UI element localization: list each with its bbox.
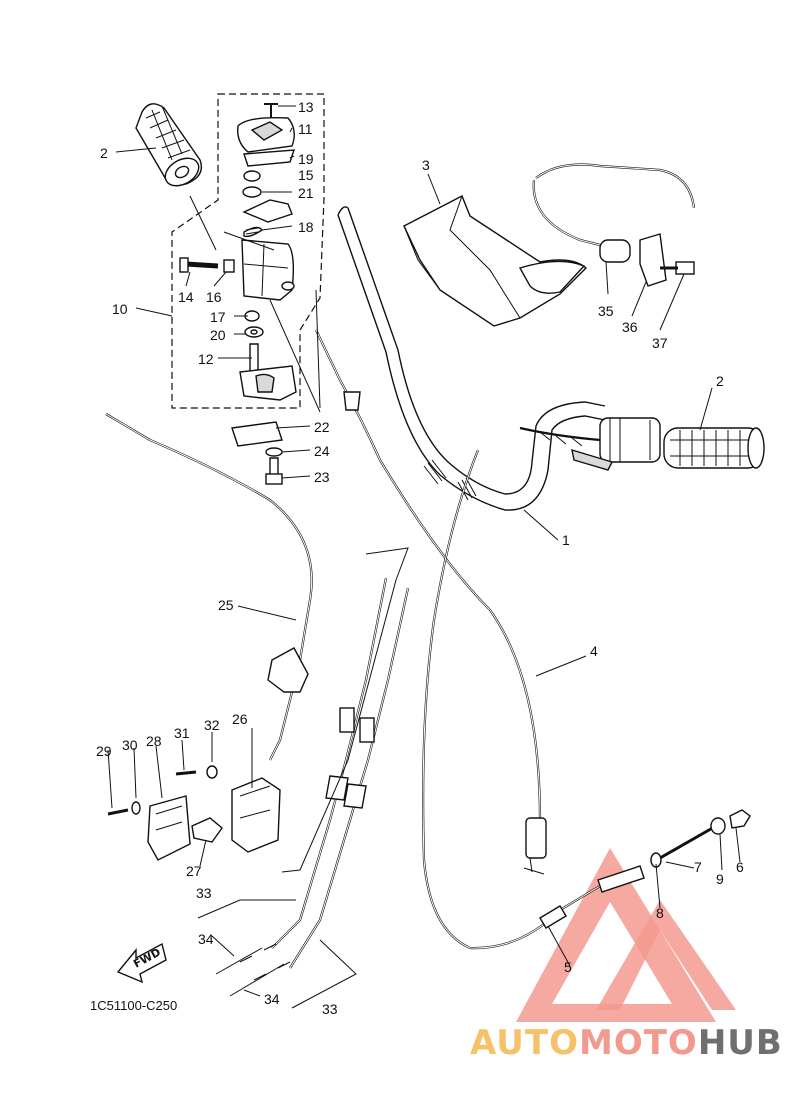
cable-25 bbox=[105, 413, 313, 761]
callout-33-bottom: 33 bbox=[322, 1001, 338, 1017]
diagram-code: 1C51100-C250 bbox=[90, 998, 177, 1013]
watermark-triangle-inner bbox=[596, 900, 736, 1010]
callout-2-left: 2 bbox=[100, 145, 108, 161]
callout-20: 20 bbox=[210, 327, 226, 343]
callout-9: 9 bbox=[716, 871, 724, 887]
cable-5 bbox=[422, 449, 645, 950]
callout-22: 22 bbox=[314, 419, 330, 435]
callout-14: 14 bbox=[178, 289, 194, 305]
callout-3: 3 bbox=[422, 157, 430, 173]
callout-8: 8 bbox=[656, 905, 664, 921]
callout-11: 11 bbox=[298, 121, 313, 137]
callout-37: 37 bbox=[652, 335, 668, 351]
callout-5: 5 bbox=[564, 959, 572, 975]
callout-31: 31 bbox=[174, 725, 190, 741]
callout-19: 19 bbox=[298, 151, 314, 167]
callout-10: 10 bbox=[112, 301, 128, 317]
callout-4: 4 bbox=[590, 643, 598, 659]
callout-7: 7 bbox=[694, 859, 702, 875]
group-outline bbox=[281, 547, 409, 873]
callout-2-right: 2 bbox=[716, 373, 724, 389]
callout-30: 30 bbox=[122, 737, 138, 753]
callout-1: 1 bbox=[562, 532, 570, 548]
callout-16: 16 bbox=[206, 289, 222, 305]
handlebar bbox=[337, 206, 606, 511]
cable-4 bbox=[315, 329, 547, 875]
callout-33-top: 33 bbox=[196, 885, 212, 901]
callout-28: 28 bbox=[146, 733, 162, 749]
left-grip bbox=[135, 103, 203, 187]
callout-21: 21 bbox=[298, 185, 314, 201]
lever-holder-assembly bbox=[171, 93, 325, 485]
callout-23: 23 bbox=[314, 469, 330, 485]
watermark-brand-part2: MOTO bbox=[579, 1023, 698, 1063]
leader-lines bbox=[107, 105, 741, 1009]
callout-29: 29 bbox=[96, 743, 112, 759]
handlebar-pad bbox=[403, 195, 588, 327]
callout-6: 6 bbox=[736, 859, 744, 875]
callout-13: 13 bbox=[298, 99, 314, 115]
callout-12: 12 bbox=[198, 351, 214, 367]
callout-17: 17 bbox=[210, 309, 226, 325]
fwd-arrow: FWD bbox=[116, 942, 167, 984]
right-grip-assembly bbox=[519, 417, 765, 471]
callout-labels: 1 2 2 3 4 5 6 7 8 9 10 11 12 13 14 15 16… bbox=[96, 99, 744, 1017]
callout-15: 15 bbox=[298, 167, 314, 183]
callout-18: 18 bbox=[298, 219, 314, 235]
callout-27: 27 bbox=[186, 863, 202, 879]
callout-36: 36 bbox=[622, 319, 638, 335]
callout-25: 25 bbox=[218, 597, 234, 613]
callout-35: 35 bbox=[598, 303, 614, 319]
watermark-brand-part1: AUTO bbox=[470, 1023, 579, 1063]
callout-34-top: 34 bbox=[198, 931, 214, 947]
watermark-logo bbox=[516, 848, 736, 1022]
watermark-brand: AUTOMOTOHUB bbox=[470, 1023, 783, 1063]
callout-32: 32 bbox=[204, 717, 220, 733]
hot-start-cable bbox=[532, 163, 696, 287]
callout-26: 26 bbox=[232, 711, 248, 727]
watermark-brand-part3: HUB bbox=[698, 1023, 783, 1063]
cable-pair-33 bbox=[215, 577, 410, 997]
cable-adjuster-hardware bbox=[650, 809, 751, 868]
callout-24: 24 bbox=[314, 443, 330, 459]
callout-34-bottom: 34 bbox=[264, 991, 280, 1007]
watermark-triangle-outer bbox=[516, 848, 716, 1022]
switch-assembly bbox=[107, 765, 281, 861]
